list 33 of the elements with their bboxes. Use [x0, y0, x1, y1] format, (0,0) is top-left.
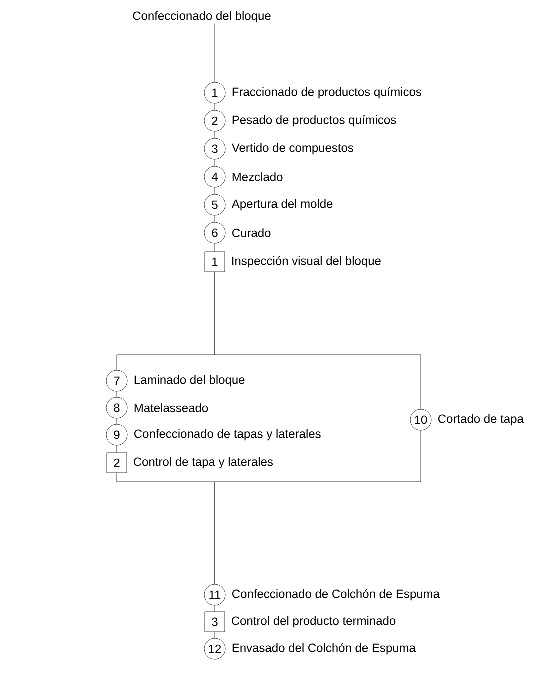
inspection-square: 3	[204, 612, 226, 632]
step-label: Confeccionado de Colchón de Espuma	[232, 589, 440, 601]
step-label: Fraccionado de productos químicos	[232, 87, 422, 99]
connector-line	[214, 188, 216, 194]
connector-line	[214, 104, 216, 110]
step-label: Control del producto terminado	[232, 616, 396, 628]
step-label: Pesado de productos químicos	[232, 115, 396, 127]
connector-line	[214, 632, 216, 638]
connector-line	[214, 132, 216, 138]
step-label: Mezclado	[232, 172, 283, 182]
step-label: Curado	[232, 228, 271, 238]
step-label: Matelasseado	[134, 404, 208, 412]
step-label: Apertura del molde	[232, 199, 333, 211]
step-label: Vertido de compuestos	[232, 143, 354, 155]
connector-line	[214, 606, 216, 612]
step-label: Confeccionado de tapas y laterales	[134, 429, 321, 441]
connector-line	[214, 430, 422, 584]
inspection-square: 2	[106, 452, 128, 474]
connector-line	[116, 418, 118, 424]
connector-line	[214, 216, 216, 222]
step-label: Laminado del bloque	[134, 375, 245, 387]
inspection-square: 1	[204, 252, 226, 272]
connector-line	[116, 392, 118, 398]
process-title: Confeccionado del bloque	[133, 11, 271, 23]
connector-line	[214, 272, 422, 410]
step-label: Cortado de tapa	[438, 414, 524, 426]
connector-line	[214, 160, 216, 166]
step-label: Envasado del Colchón de Espuma	[232, 643, 416, 655]
connector-line	[214, 24, 216, 82]
connector-line	[116, 446, 118, 453]
connector-line	[214, 244, 216, 252]
step-label: Inspección visual del bloque	[232, 256, 381, 268]
step-label: Control de tapa y laterales	[134, 457, 274, 469]
